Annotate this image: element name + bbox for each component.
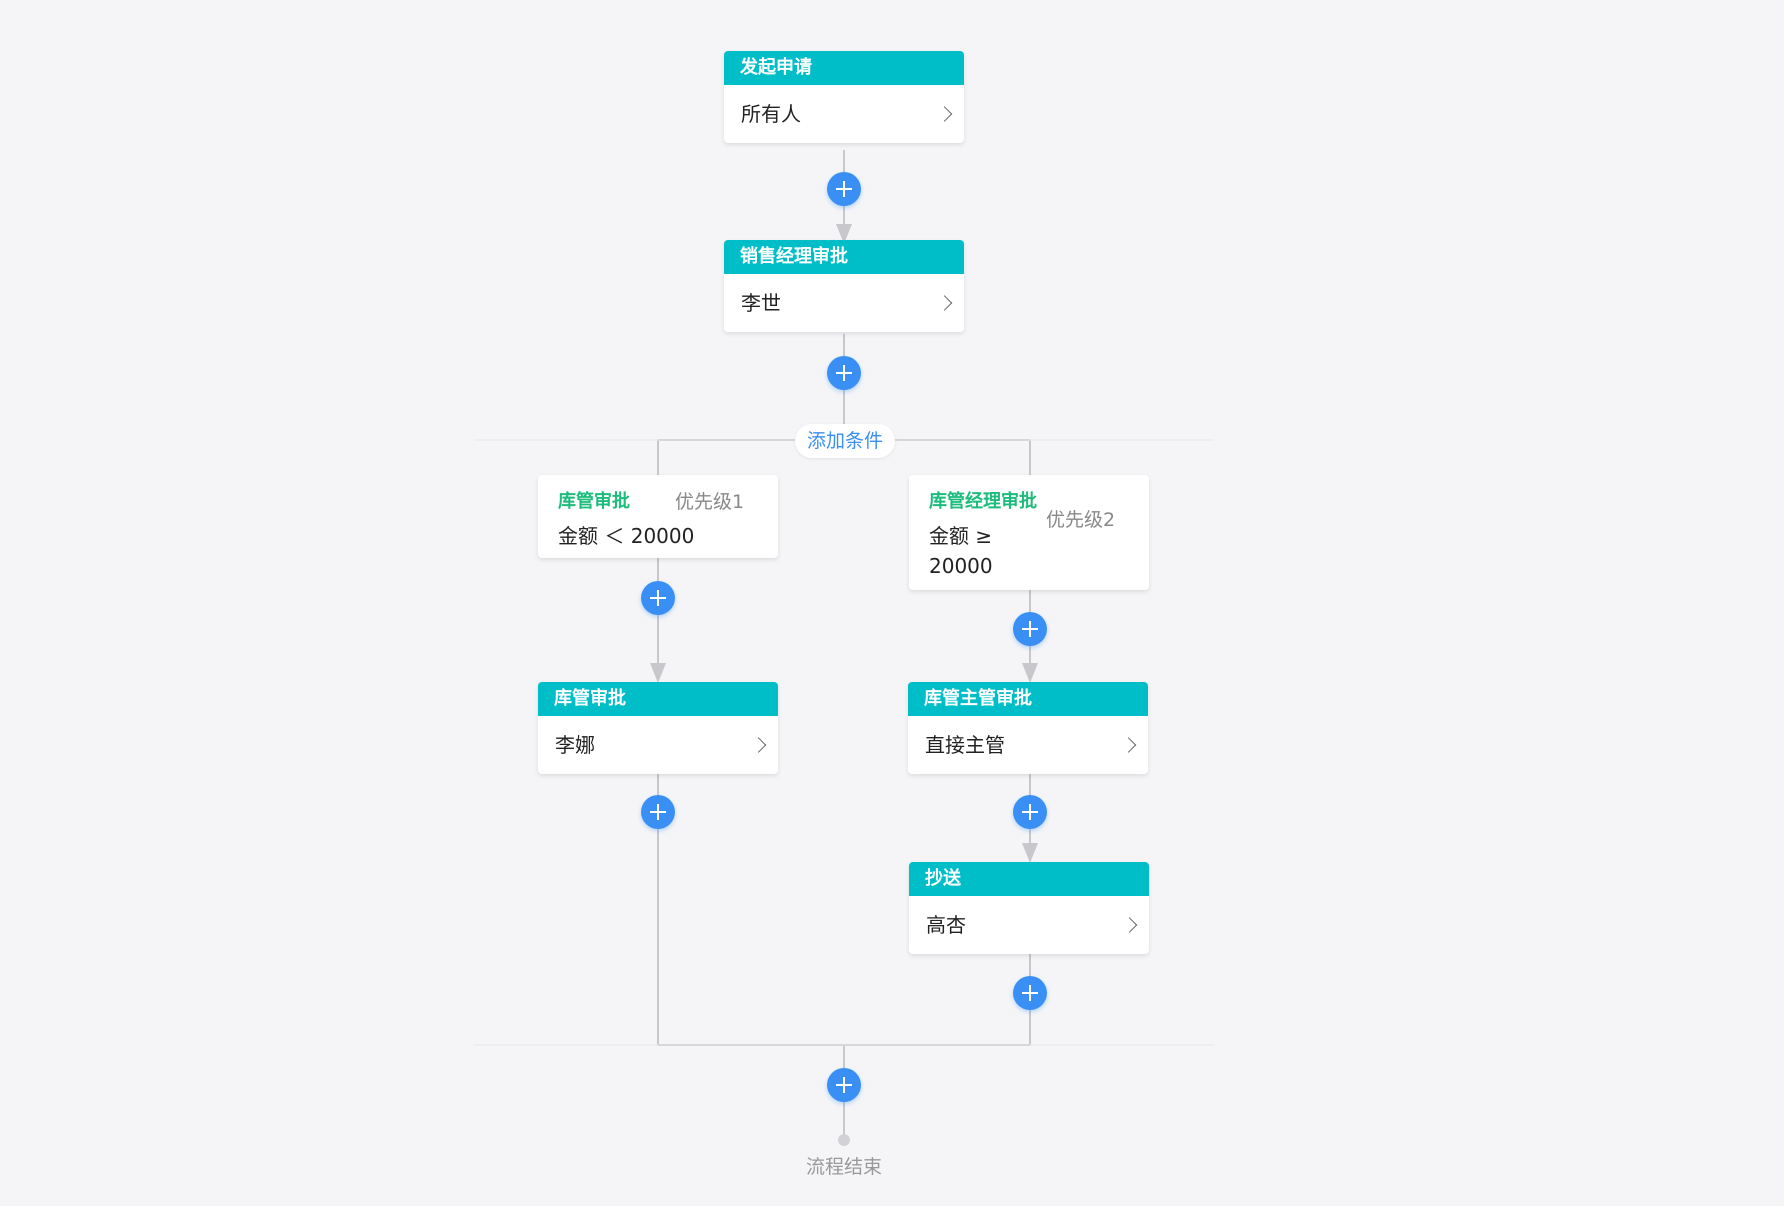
condition-card-left[interactable]: 库管审批 优先级1 金额 ＜ 20000 xyxy=(538,475,778,558)
start-node-title: 发起申请 xyxy=(724,51,964,85)
chevron-right-icon xyxy=(936,106,953,122)
warehouse-approval-node[interactable]: 库管审批 李娜 xyxy=(538,682,778,774)
add-node-button[interactable] xyxy=(1013,976,1047,1010)
condition-expression-line: 金额 ≥ xyxy=(929,524,993,548)
warehouse-supervisor-approval-node[interactable]: 库管主管审批 直接主管 xyxy=(908,682,1148,774)
sales-approval-node[interactable]: 销售经理审批 李世 xyxy=(724,240,964,332)
condition-expression-line: 20000 xyxy=(929,554,993,578)
add-condition-button[interactable]: 添加条件 xyxy=(795,424,895,458)
cc-node-value: 高杏 xyxy=(926,913,966,937)
cc-node[interactable]: 抄送 高杏 xyxy=(909,862,1149,954)
condition-expression: 金额 ＜ 20000 xyxy=(558,524,695,548)
chevron-right-icon xyxy=(1121,917,1138,933)
warehouse-supervisor-approval-value: 直接主管 xyxy=(925,733,1005,757)
start-node-value: 所有人 xyxy=(741,102,801,126)
add-node-button[interactable] xyxy=(827,356,861,390)
chevron-right-icon xyxy=(1120,737,1137,753)
add-node-button[interactable] xyxy=(827,172,861,206)
condition-card-right[interactable]: 库管经理审批 优先级2 金额 ≥ 20000 xyxy=(909,475,1149,590)
condition-title: 库管审批 xyxy=(558,491,630,512)
end-dot xyxy=(838,1134,850,1146)
add-node-button[interactable] xyxy=(827,1068,861,1102)
add-node-button[interactable] xyxy=(1013,612,1047,646)
condition-title: 库管经理审批 xyxy=(929,491,1037,512)
start-node[interactable]: 发起申请 所有人 xyxy=(724,51,964,143)
sales-approval-title: 销售经理审批 xyxy=(724,240,964,274)
add-node-button[interactable] xyxy=(641,795,675,829)
condition-expression: 金额 ≥ 20000 xyxy=(929,521,1129,581)
cc-node-title: 抄送 xyxy=(909,862,1149,896)
sales-approval-value: 李世 xyxy=(741,291,781,315)
warehouse-approval-value: 李娜 xyxy=(555,733,595,757)
condition-priority: 优先级1 xyxy=(675,491,745,513)
chevron-right-icon xyxy=(936,295,953,311)
warehouse-supervisor-approval-title: 库管主管审批 xyxy=(908,682,1148,716)
add-node-button[interactable] xyxy=(641,581,675,615)
condition-priority: 优先级2 xyxy=(1046,509,1116,531)
chevron-right-icon xyxy=(750,737,767,753)
warehouse-approval-title: 库管审批 xyxy=(538,682,778,716)
end-label: 流程结束 xyxy=(805,1156,882,1178)
add-node-button[interactable] xyxy=(1013,795,1047,829)
